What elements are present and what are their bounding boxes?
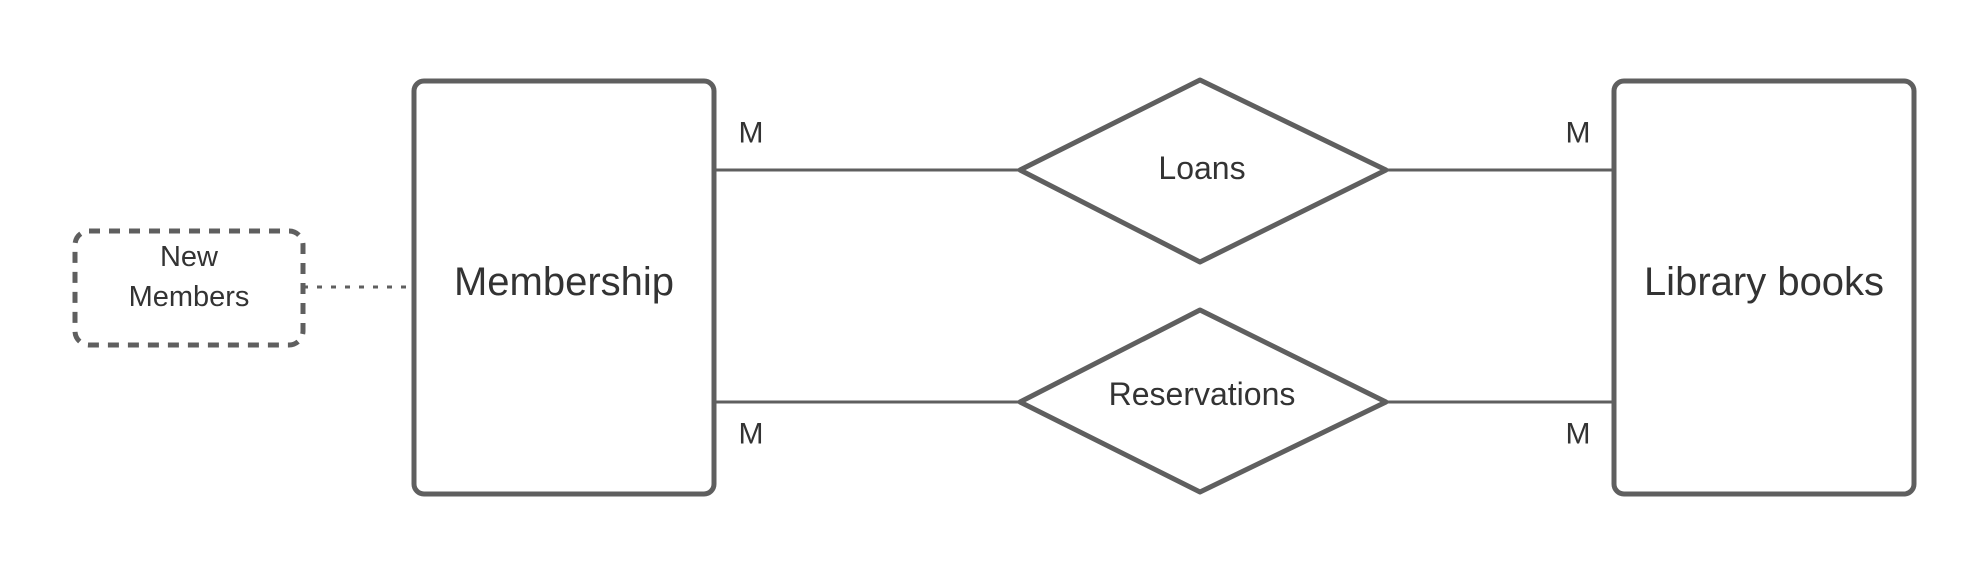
new-members-label-line-2: Members [129, 281, 250, 313]
new-members-label-line-1: New [160, 241, 219, 273]
reservations-membership-cardinality: M [739, 418, 764, 451]
reservations-label: Reservations [1109, 376, 1296, 412]
entity-membership[interactable]: Membership [411, 78, 717, 497]
relationship-reservations[interactable]: Reservations [1017, 307, 1389, 495]
reservations-diamond [1017, 307, 1389, 495]
new-members-box [72, 228, 306, 348]
new-members-annotation[interactable]: New Members [72, 228, 306, 348]
membership-label: Membership [454, 260, 674, 304]
loans-library-books-cardinality: M [1566, 117, 1591, 150]
loans-diamond [1017, 77, 1389, 265]
relationship-loans[interactable]: Loans [1017, 77, 1389, 265]
membership-box [411, 78, 717, 497]
library-books-box [1611, 78, 1917, 497]
loans-label: Loans [1158, 150, 1245, 186]
loans-membership-cardinality: M [739, 117, 764, 150]
entity-library-books[interactable]: Library books [1611, 78, 1917, 497]
reservations-library-books-cardinality: M [1566, 418, 1591, 451]
library-books-label: Library books [1644, 260, 1884, 304]
